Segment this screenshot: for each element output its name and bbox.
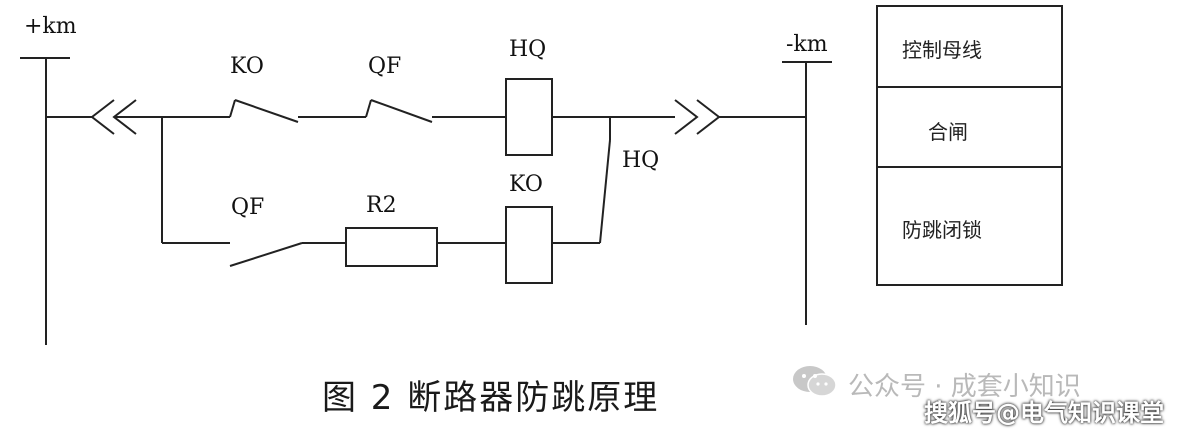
watermark-account: 公众号 · 成套小知识 (848, 372, 1081, 402)
hq-top-label: HQ (509, 37, 547, 62)
connector-left-outer (90, 99, 115, 135)
legend-row-antipump: 防跳闭锁 (902, 218, 982, 242)
qf-bottom-label: QF (231, 195, 265, 220)
neg-bus-label: -km (786, 32, 828, 57)
connector-right-outer (696, 99, 721, 135)
r2-resistor (345, 227, 438, 267)
hq-right-label: HQ (622, 148, 660, 173)
qf-contact-top (365, 99, 372, 118)
connector-right-inner (674, 99, 699, 135)
r2-label: R2 (366, 193, 397, 218)
legend-row-bus: 控制母线 (902, 38, 982, 62)
ko-contact-top (229, 99, 236, 118)
qf-contact-bottom (229, 242, 303, 267)
ko-top-label: KO (230, 54, 264, 79)
hq-coil (505, 78, 553, 156)
ko-coil (505, 206, 553, 284)
legend-row-close: 合闸 (928, 120, 968, 144)
wechat-icon (793, 366, 837, 397)
watermark-source: 搜狐号@电气知识课堂 (924, 399, 1164, 427)
qf-top-label: QF (368, 54, 402, 79)
pos-bus-label: +km (24, 14, 77, 39)
figure-caption: 图 2 断路器防跳原理 (322, 378, 660, 418)
legend-table-frame (876, 5, 1063, 286)
ko-bottom-label: KO (509, 172, 543, 197)
